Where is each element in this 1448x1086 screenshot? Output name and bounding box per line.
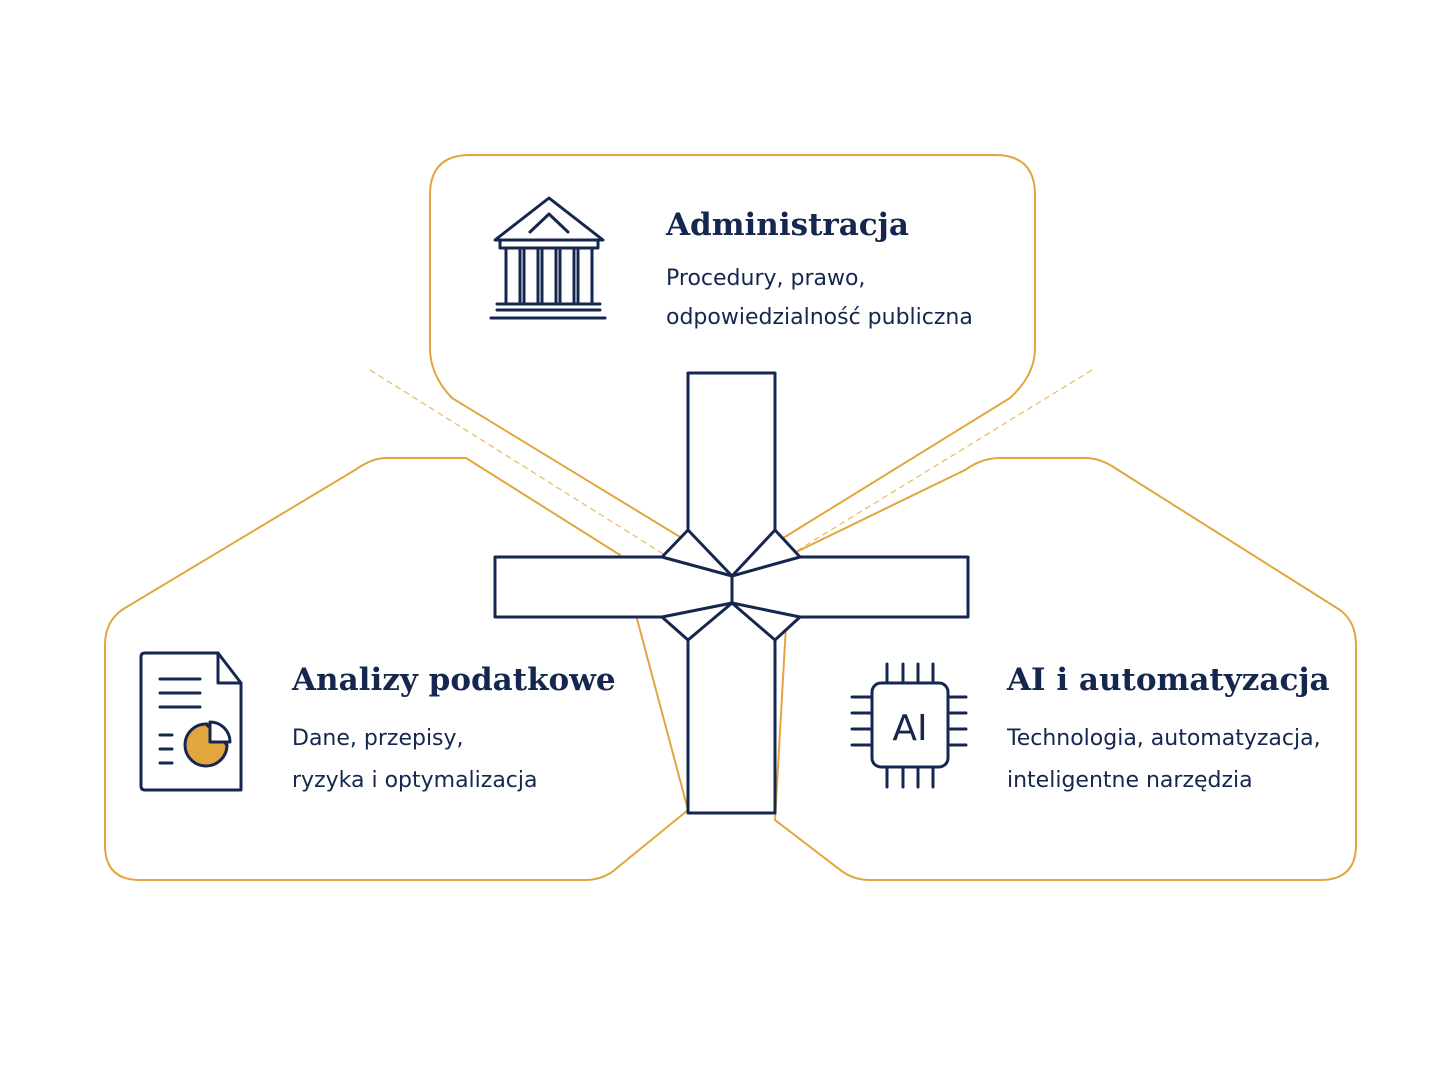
panel-administracja: Administracja Procedury, prawo, odpowied…: [429, 154, 1036, 541]
panel-analizy-desc-line1: Dane, przepisy,: [292, 726, 464, 751]
panel-administracja-desc-line1: Procedury, prawo,: [666, 266, 865, 291]
guide-line-left: [369, 369, 666, 556]
panel-administracja-desc-line2: odpowiedzialność publiczna: [666, 305, 973, 330]
panel-ai-title: AI i automatyzacja: [1006, 662, 1330, 698]
guide-lines: [369, 369, 1093, 556]
panel-ai-desc-line1: Technologia, automatyzacja,: [1006, 726, 1321, 751]
panel-ai-desc-line2: inteligentne narzędzia: [1007, 768, 1253, 793]
ai-chip-icon: AI: [850, 662, 968, 789]
guide-line-right: [789, 369, 1093, 556]
government-building-icon: [489, 196, 607, 320]
pie-chart-fill: [183, 722, 229, 768]
crossroads-icon: [493, 371, 970, 815]
document-pie-chart-icon: [139, 651, 243, 792]
panel-analizy-desc-line2: ryzyka i optymalizacja: [292, 768, 538, 793]
panel-ai-automatyzacja: AI AI i automatyzacja Technologia, autom…: [773, 457, 1357, 881]
ai-chip-label: AI: [892, 708, 927, 749]
panel-analizy-title: Analizy podatkowe: [291, 662, 616, 698]
panel-administracja-title: Administracja: [665, 207, 909, 243]
panel-analizy-podatkowe: Analizy podatkowe Dane, przepisy, ryzyka…: [104, 457, 690, 881]
